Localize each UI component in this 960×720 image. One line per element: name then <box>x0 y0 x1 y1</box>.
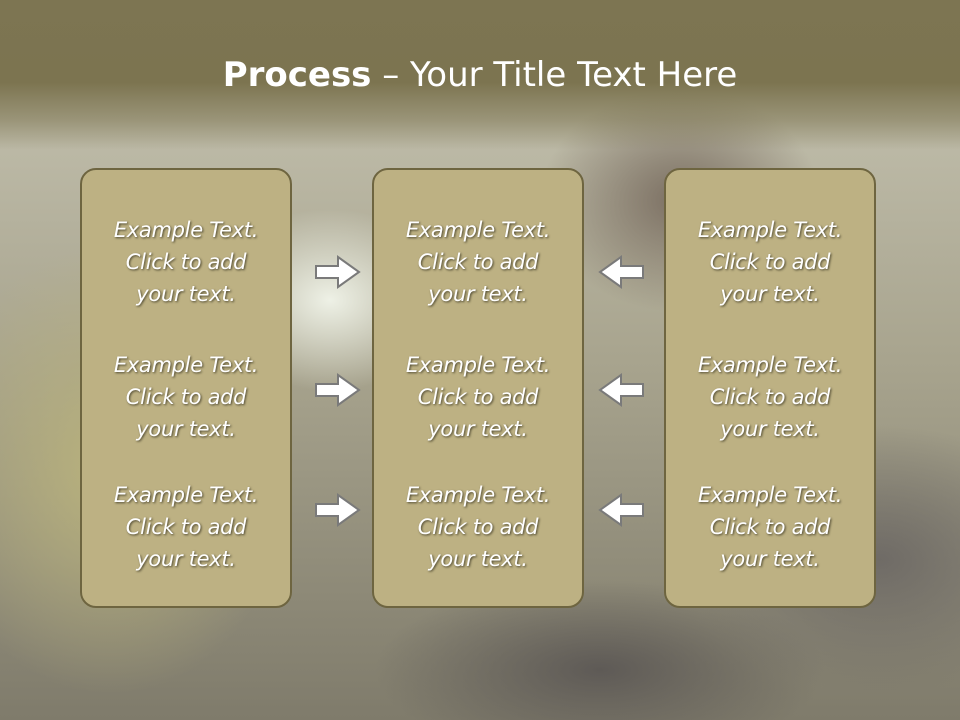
text-line: your text. <box>428 417 528 441</box>
text-line: your text. <box>720 282 820 306</box>
right-arrow-icon[interactable] <box>314 254 362 290</box>
text-line: Example Text. <box>697 353 843 377</box>
slide-title[interactable]: Process – Your Title Text Here <box>0 50 960 100</box>
text-line: Click to add <box>417 385 539 409</box>
text-line: Example Text. <box>697 218 843 242</box>
text-line: Example Text. <box>113 218 259 242</box>
text-block[interactable]: Example Text. Click to add your text. <box>666 214 874 310</box>
text-line: Click to add <box>417 515 539 539</box>
process-box-2[interactable]: Example Text. Click to add your text. Ex… <box>372 168 584 608</box>
text-line: Example Text. <box>113 353 259 377</box>
text-line: your text. <box>136 282 236 306</box>
left-arrow-icon[interactable] <box>597 372 645 408</box>
right-arrow-icon[interactable] <box>314 492 362 528</box>
title-rest: – Your Title Text Here <box>371 55 738 95</box>
text-block[interactable]: Example Text. Click to add your text. <box>374 479 582 575</box>
text-line: Click to add <box>125 250 247 274</box>
title-bold: Process <box>222 55 372 95</box>
process-box-3[interactable]: Example Text. Click to add your text. Ex… <box>664 168 876 608</box>
text-block[interactable]: Example Text. Click to add your text. <box>374 214 582 310</box>
text-line: Click to add <box>709 515 831 539</box>
text-line: your text. <box>136 417 236 441</box>
text-line: Example Text. <box>405 483 551 507</box>
text-block[interactable]: Example Text. Click to add your text. <box>82 479 290 575</box>
left-arrow-icon[interactable] <box>597 254 645 290</box>
text-line: Example Text. <box>113 483 259 507</box>
text-line: Click to add <box>709 385 831 409</box>
text-line: Click to add <box>125 515 247 539</box>
process-box-1[interactable]: Example Text. Click to add your text. Ex… <box>80 168 292 608</box>
text-line: your text. <box>428 282 528 306</box>
text-line: your text. <box>428 547 528 571</box>
text-line: Click to add <box>709 250 831 274</box>
left-arrow-icon[interactable] <box>597 492 645 528</box>
text-line: Example Text. <box>405 218 551 242</box>
text-block[interactable]: Example Text. Click to add your text. <box>374 349 582 445</box>
text-line: Example Text. <box>405 353 551 377</box>
text-block[interactable]: Example Text. Click to add your text. <box>82 214 290 310</box>
text-block[interactable]: Example Text. Click to add your text. <box>666 479 874 575</box>
text-line: Click to add <box>417 250 539 274</box>
text-line: Example Text. <box>697 483 843 507</box>
text-block[interactable]: Example Text. Click to add your text. <box>82 349 290 445</box>
text-line: Click to add <box>125 385 247 409</box>
right-arrow-icon[interactable] <box>314 372 362 408</box>
text-line: your text. <box>720 417 820 441</box>
text-block[interactable]: Example Text. Click to add your text. <box>666 349 874 445</box>
title-bar <box>0 0 960 150</box>
text-line: your text. <box>136 547 236 571</box>
text-line: your text. <box>720 547 820 571</box>
